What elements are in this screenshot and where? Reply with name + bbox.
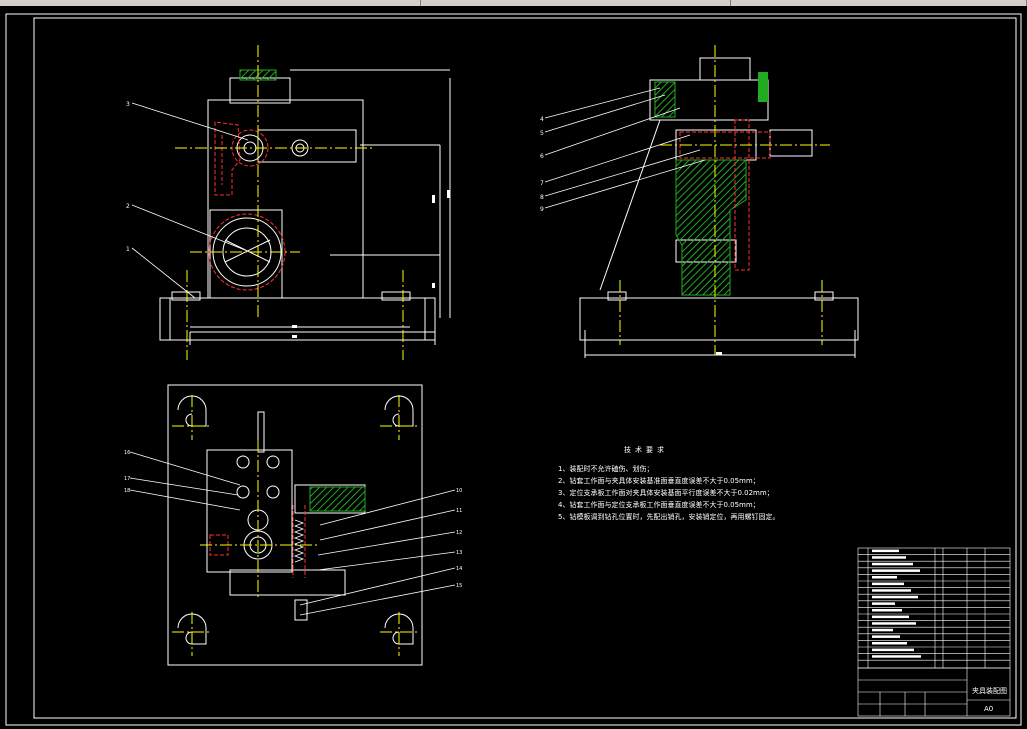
tech-req-item-2: 2、钻套工作面与夹具体安装基准面垂直度误差不大于0.05mm； xyxy=(558,476,760,485)
toolbar-segment xyxy=(420,0,731,6)
callout-13: 13 xyxy=(456,550,462,556)
side-view-section-hatch xyxy=(675,159,747,296)
parts-list-cell-mark xyxy=(872,549,899,553)
parts-list-cell-mark xyxy=(872,595,918,599)
callout-16: 16 xyxy=(124,450,130,456)
tech-req-item-3: 3、定位支承板工作面对夹具体安装基面平行度误差不大于0.02mm； xyxy=(558,488,774,497)
tech-req-title: 技术要求 xyxy=(624,445,668,454)
front-view-callout-labels: 3 2 1 xyxy=(126,101,130,253)
front-view xyxy=(159,69,451,345)
callout-7: 7 xyxy=(540,180,544,187)
top-view-center-lines xyxy=(172,395,420,656)
callout-14: 14 xyxy=(456,566,462,572)
parts-list-cell-mark xyxy=(872,562,913,566)
front-view-hidden-lines xyxy=(208,121,286,291)
parts-list-cell-mark xyxy=(872,648,914,652)
callout-3: 3 xyxy=(126,101,130,108)
parts-list-cell-mark xyxy=(872,582,904,586)
callout-12: 12 xyxy=(456,530,462,536)
parts-list-cell-mark xyxy=(872,576,897,579)
parts-list-cell-mark xyxy=(872,569,920,572)
parts-list-cell-mark xyxy=(872,615,909,619)
inner-frame-border xyxy=(33,17,1017,719)
top-view-leaders xyxy=(129,451,456,616)
callout-10: 10 xyxy=(456,488,462,494)
parts-list-cell-mark xyxy=(872,642,907,645)
outer-sheet-border xyxy=(5,13,1022,726)
callout-9: 9 xyxy=(540,206,544,213)
callout-1: 1 xyxy=(126,246,130,253)
parts-list-cell-mark xyxy=(872,655,921,658)
tech-req-item-1: 1、装配时不允许磕伤、划伤； xyxy=(558,464,653,473)
callout-4: 4 xyxy=(540,116,544,123)
side-view-section-hatch xyxy=(654,81,676,118)
callout-15: 15 xyxy=(456,583,462,589)
parts-list-cell-mark xyxy=(872,635,900,638)
parts-list-cell-mark xyxy=(872,628,893,632)
callout-8: 8 xyxy=(540,194,544,201)
parts-list-cell-mark xyxy=(872,556,906,559)
title-block-drawing-name: 夹具装配图 xyxy=(972,686,1007,695)
tech-req-item-5: 5、钻模板调到钻孔位置时，先配出销孔，安装销定位，再用螺钉固定。 xyxy=(558,512,779,521)
front-view-center-lines xyxy=(175,45,404,360)
tech-req-item-4: 4、钻套工作面与定位支承板工作面垂直度误差不大于0.05mm； xyxy=(558,500,760,509)
parts-list-cell-mark xyxy=(872,602,895,605)
side-view-callout-labels: 4 5 6 7 8 9 xyxy=(540,116,544,213)
side-view-center-lines xyxy=(619,45,830,355)
title-block xyxy=(857,667,1011,717)
drawing-canvas[interactable]: 3 2 1 xyxy=(0,6,1027,729)
callout-11: 11 xyxy=(456,508,462,514)
callout-6: 6 xyxy=(540,153,544,160)
side-view-section-hatch xyxy=(758,72,768,102)
top-view-callout-labels: 16 17 18 10 11 12 13 14 15 xyxy=(124,450,462,589)
callout-18: 18 xyxy=(124,488,130,494)
top-view-section-hatch xyxy=(309,486,366,512)
top-view-spring xyxy=(293,519,305,563)
parts-list-table xyxy=(857,547,1011,669)
parts-list-cell-mark xyxy=(872,609,902,612)
side-view-dimension-mark xyxy=(716,352,722,355)
callout-17: 17 xyxy=(124,476,130,482)
parts-list-cell-mark xyxy=(872,622,916,625)
front-view-dimension-marks xyxy=(292,190,450,338)
callout-2: 2 xyxy=(126,203,130,210)
technical-requirements: 技术要求 1、装配时不允许磕伤、划伤； 2、钻套工作面与夹具体安装基准面垂直度误… xyxy=(558,445,779,521)
top-view xyxy=(167,384,423,666)
parts-list-cell-mark xyxy=(872,589,911,592)
title-block-sheet-size: A0 xyxy=(984,705,993,713)
side-view-leaders xyxy=(544,87,706,209)
front-view-leaders xyxy=(131,102,249,299)
toolbar-segment xyxy=(0,0,421,6)
callout-5: 5 xyxy=(540,130,544,137)
